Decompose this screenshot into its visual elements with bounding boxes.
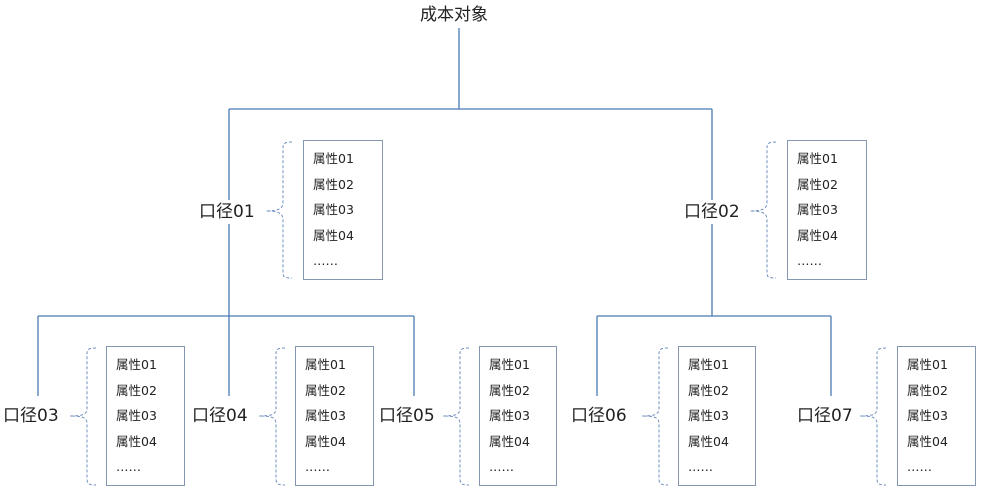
bracket-caliber06 <box>641 347 669 486</box>
attribute-item: 属性04 <box>313 227 354 243</box>
attribute-item: 属性01 <box>688 357 729 372</box>
caliber-04-attribute-box: 属性01 属性02 属性03 属性04 …… <box>295 346 374 486</box>
caliber-07-label: 口径07 <box>797 406 853 426</box>
caliber-05-label: 口径05 <box>379 406 435 426</box>
attribute-item: 属性03 <box>489 408 530 423</box>
attribute-ellipsis: …… <box>797 253 822 268</box>
attribute-item: 属性01 <box>313 151 354 166</box>
caliber-01-label: 口径01 <box>199 202 255 222</box>
attribute-item: 属性01 <box>116 357 157 372</box>
caliber-02-label: 口径02 <box>684 202 740 222</box>
attribute-item: 属性03 <box>305 408 346 423</box>
caliber-06-attribute-box: 属性01 属性02 属性03 属性04 …… <box>678 346 756 486</box>
attribute-item: 属性02 <box>907 382 948 398</box>
bracket-caliber03 <box>69 347 97 486</box>
caliber-02-attribute-box: 属性01 属性02 属性03 属性04 …… <box>787 140 867 280</box>
attribute-item: 属性02 <box>797 176 838 192</box>
attribute-item: 属性02 <box>305 382 346 398</box>
attribute-item: 属性03 <box>688 408 729 423</box>
attribute-ellipsis: …… <box>116 459 141 474</box>
attribute-item: 属性01 <box>907 357 948 372</box>
attribute-item: 属性04 <box>907 433 948 449</box>
attribute-item: 属性02 <box>313 176 354 192</box>
attribute-ellipsis: …… <box>313 253 338 268</box>
attribute-item: 属性02 <box>116 382 157 398</box>
bracket-caliber04 <box>258 347 286 486</box>
caliber-01-attribute-box: 属性01 属性02 属性03 属性04 …… <box>303 140 383 280</box>
attribute-item: 属性04 <box>688 433 729 449</box>
caliber-04-label: 口径04 <box>192 406 248 426</box>
attribute-item: 属性02 <box>489 382 530 398</box>
attribute-item: 属性04 <box>116 433 157 449</box>
attribute-ellipsis: …… <box>305 459 330 474</box>
bracket-caliber07 <box>859 347 887 486</box>
attribute-ellipsis: …… <box>688 459 713 474</box>
caliber-03-attribute-box: 属性01 属性02 属性03 属性04 …… <box>106 346 185 486</box>
attribute-item: 属性04 <box>797 227 838 243</box>
caliber-06-label: 口径06 <box>571 406 627 426</box>
bracket-caliber01 <box>265 141 293 279</box>
attribute-item: 属性04 <box>305 433 346 449</box>
attribute-item: 属性01 <box>305 357 346 372</box>
attribute-item: 属性01 <box>797 151 838 166</box>
attribute-item: 属性03 <box>313 202 354 217</box>
attribute-item: 属性03 <box>907 408 948 423</box>
attribute-item: 属性01 <box>489 357 530 372</box>
attribute-item: 属性02 <box>688 382 729 398</box>
attribute-item: 属性03 <box>116 408 157 423</box>
caliber-07-attribute-box: 属性01 属性02 属性03 属性04 …… <box>897 346 976 486</box>
attribute-item: 属性03 <box>797 202 838 217</box>
caliber-03-label: 口径03 <box>3 406 59 426</box>
root-node-label: 成本对象 <box>420 5 488 25</box>
attribute-item: 属性04 <box>489 433 530 449</box>
bracket-caliber05 <box>442 347 470 486</box>
bracket-caliber02 <box>749 141 777 279</box>
caliber-05-attribute-box: 属性01 属性02 属性03 属性04 …… <box>479 346 557 486</box>
attribute-ellipsis: …… <box>489 459 514 474</box>
attribute-ellipsis: …… <box>907 459 932 474</box>
